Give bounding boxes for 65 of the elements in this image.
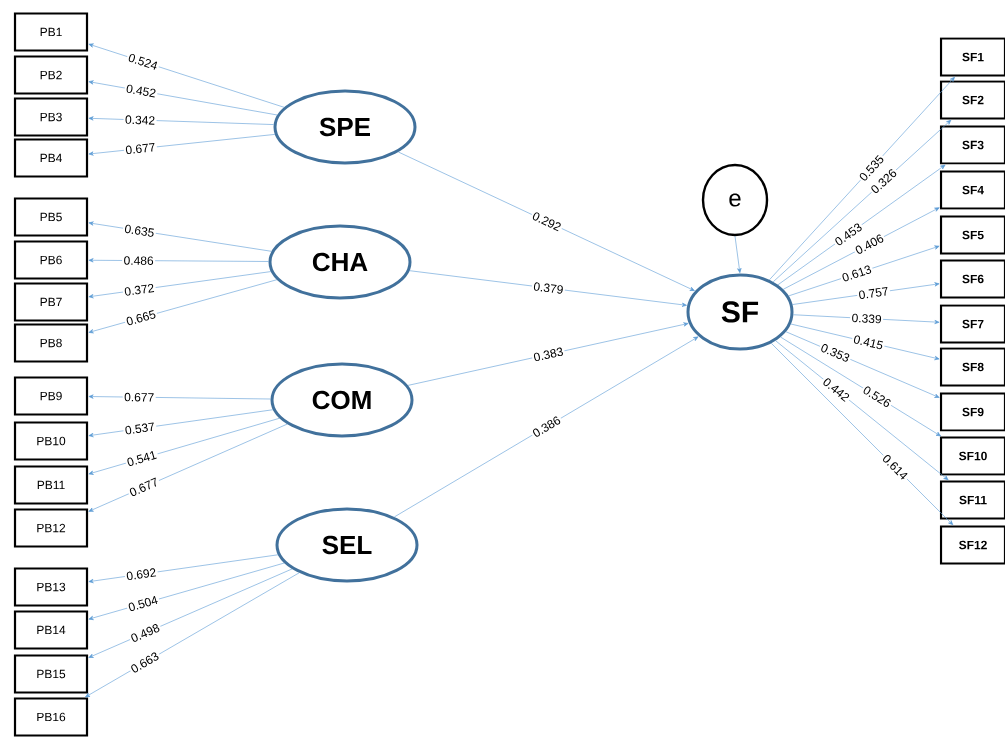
arrow <box>407 322 689 386</box>
edge-label: 0.692 <box>124 566 159 583</box>
indicator-box: PB13 <box>13 567 89 607</box>
indicator-box: PB11 <box>13 465 89 505</box>
arrow <box>394 336 699 518</box>
arrow <box>770 342 954 526</box>
indicator-box: SF5 <box>939 215 1005 255</box>
indicator-box: PB9 <box>13 376 89 416</box>
indicator-box: PB5 <box>13 197 89 237</box>
indicator-box: SF1 <box>939 37 1005 77</box>
edge-label: 0.677 <box>122 391 156 404</box>
indicator-box: PB15 <box>13 654 89 694</box>
arrow <box>777 164 946 286</box>
indicator-box: SF7 <box>939 304 1005 344</box>
edge-label: 0.383 <box>531 345 566 364</box>
indicator-box: PB6 <box>13 240 89 280</box>
arrow <box>88 43 285 108</box>
edge-label: 0.504 <box>125 593 161 614</box>
indicator-box: SF10 <box>939 436 1005 476</box>
indicator-box: SF9 <box>939 392 1005 432</box>
edge-label: 0.677 <box>123 141 158 157</box>
indicator-box: SF6 <box>939 259 1005 299</box>
indicator-box: PB2 <box>13 55 89 95</box>
edge-label: 0.379 <box>531 280 566 296</box>
indicator-box: SF3 <box>939 125 1005 165</box>
indicator-box: SF4 <box>939 170 1005 210</box>
edge-label: 0.486 <box>122 254 156 267</box>
indicator-box: SF2 <box>939 80 1005 120</box>
arrow <box>769 76 955 281</box>
edge-label: 0.537 <box>122 420 157 437</box>
edge-label: 0.292 <box>529 209 565 234</box>
arrow <box>772 119 952 283</box>
indicator-box: PB14 <box>13 610 89 650</box>
edge-label: 0.498 <box>127 621 163 645</box>
edge-label: 0.372 <box>122 281 157 298</box>
indicator-box: PB7 <box>13 282 89 322</box>
indicator-box: PB8 <box>13 323 89 363</box>
arrow <box>775 340 949 481</box>
indicator-box: PB12 <box>13 508 89 548</box>
edge-label: 0.452 <box>123 82 159 100</box>
arrow <box>88 279 278 334</box>
edge-label: 0.415 <box>850 332 886 352</box>
indicator-box: PB1 <box>13 12 89 52</box>
edge-label: 0.342 <box>123 113 157 127</box>
indicator-box: SF11 <box>939 480 1005 520</box>
indicator-box: PB3 <box>13 97 89 137</box>
edge-label: 0.541 <box>124 448 160 469</box>
indicator-box: SF12 <box>939 525 1005 565</box>
edge-label: 0.635 <box>122 222 157 239</box>
indicator-box: PB4 <box>13 138 89 178</box>
indicator-box: SF8 <box>939 347 1005 387</box>
edge-label: 0.613 <box>839 262 875 285</box>
edge-label: 0.757 <box>856 285 891 302</box>
indicator-box: PB16 <box>13 697 89 737</box>
arrow <box>780 336 941 437</box>
edge-label: 0.665 <box>123 307 159 328</box>
edge-label: 0.353 <box>817 341 853 365</box>
arrow <box>85 572 300 698</box>
arrow <box>734 235 742 274</box>
edge-label: 0.677 <box>126 475 162 500</box>
arrow <box>409 270 687 307</box>
edge-label: 0.339 <box>849 311 884 326</box>
edge-label: 0.524 <box>125 51 161 73</box>
indicator-box: PB10 <box>13 421 89 461</box>
arrow <box>398 151 695 291</box>
